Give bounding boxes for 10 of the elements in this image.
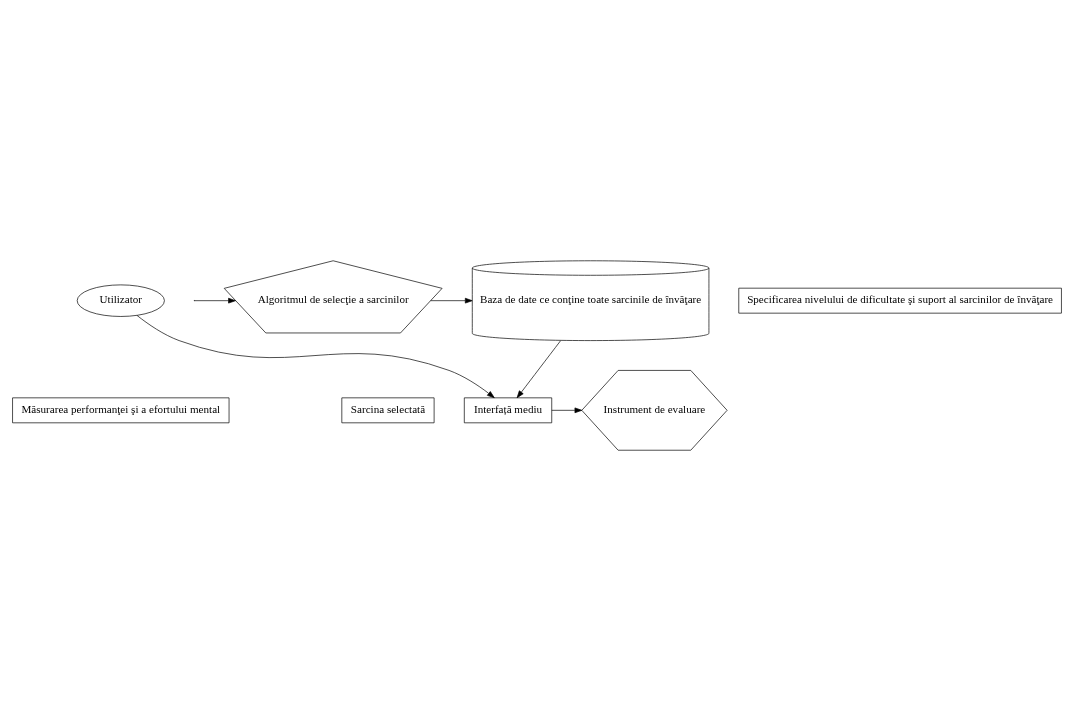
arrow (551, 407, 583, 413)
node-box: Sarcina selectată (341, 397, 435, 423)
node-box: Măsurarea performanţei şi a efortului mental (12, 397, 230, 423)
arrow (516, 339, 561, 398)
arrow (136, 314, 495, 398)
node-ellipse: Utilizator (76, 284, 165, 317)
node-box: Interfață mediu (463, 397, 553, 423)
node-box: Specificarea nivelului de dificultate şi suport al sarcinilor de învăţare (738, 287, 1062, 313)
arrow (194, 297, 236, 303)
arrow (430, 297, 473, 303)
